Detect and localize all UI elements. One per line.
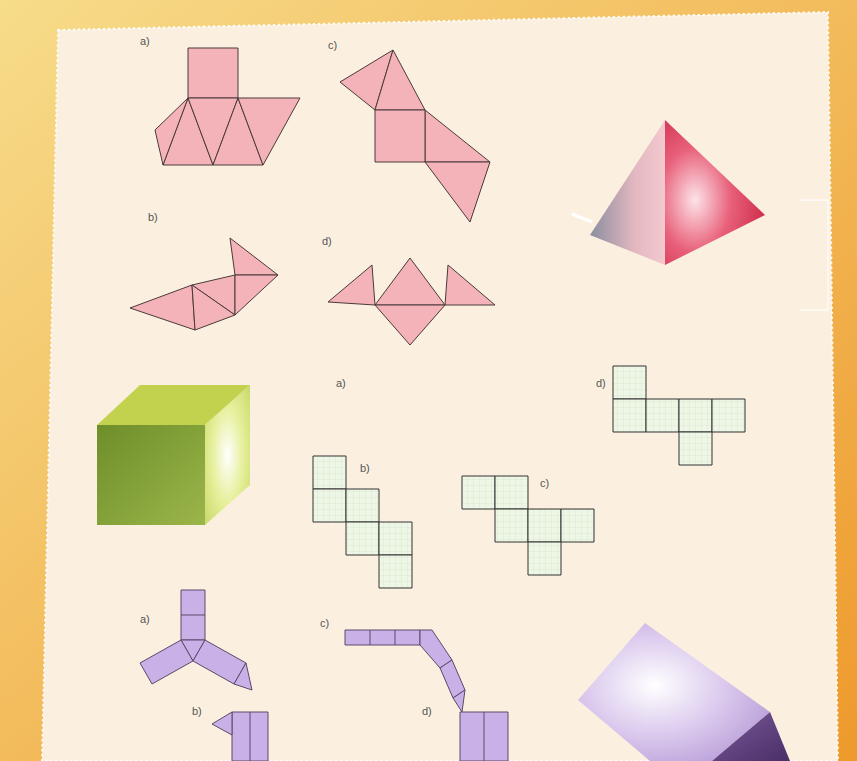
- fold-line: [181, 615, 205, 616]
- net-cell: [379, 522, 412, 555]
- net-cell: [679, 432, 712, 465]
- option-letter: b): [360, 463, 370, 474]
- net-triangle: [192, 285, 235, 330]
- net-rectangle: [181, 590, 205, 640]
- net-triangle: [155, 98, 188, 165]
- net-cell: [712, 399, 745, 432]
- net-cell: [528, 509, 561, 542]
- net-triangle: [230, 238, 278, 275]
- option-letter: b): [192, 706, 202, 717]
- net-cell: [379, 555, 412, 588]
- net-triangle: [328, 265, 375, 305]
- net-cell: [346, 489, 379, 522]
- net-triangle: [375, 305, 445, 345]
- net-triangle: [453, 690, 465, 712]
- pyramid-face: [665, 120, 765, 265]
- prism-face: [712, 712, 790, 761]
- pyramid-face: [590, 120, 665, 265]
- net-triangle: [425, 110, 490, 162]
- net-triangle: [212, 712, 232, 735]
- fold-line: [370, 630, 395, 645]
- option-letter: c): [328, 40, 337, 51]
- net-triangle: [234, 663, 252, 690]
- option-letter: d): [322, 236, 332, 247]
- net-rectangle: [232, 712, 268, 761]
- net-triangle: [375, 258, 445, 305]
- net-triangle: [238, 98, 300, 165]
- cube-face: [205, 385, 250, 525]
- option-letter: d): [422, 706, 432, 717]
- net-cell: [613, 366, 646, 399]
- fold-line: [484, 712, 485, 761]
- net-cell: [613, 399, 646, 432]
- option-letter: a): [140, 36, 150, 47]
- net-square: [188, 48, 238, 98]
- net-rectangle: [460, 712, 508, 761]
- net-triangle: [375, 50, 425, 110]
- net-triangle: [445, 265, 495, 305]
- net-cell: [313, 489, 346, 522]
- net-triangle: [425, 162, 490, 222]
- net-cell: [679, 399, 712, 432]
- option-letter: c): [320, 618, 329, 629]
- paper-panel: [42, 12, 838, 761]
- net-square: [375, 110, 425, 162]
- option-letter: d): [596, 378, 606, 389]
- fold-line: [250, 712, 251, 761]
- net-cell: [646, 399, 679, 432]
- net-cell: [346, 522, 379, 555]
- net-cell: [495, 476, 528, 509]
- net-rectangle: [345, 630, 420, 645]
- option-letter: a): [336, 378, 346, 389]
- highlight-line: [572, 214, 592, 222]
- net-cell: [313, 456, 346, 489]
- net-triangle: [235, 275, 278, 315]
- option-letter: a): [140, 614, 150, 625]
- bracket: [800, 200, 828, 310]
- net-rectangle: [420, 630, 452, 668]
- net-cell: [528, 542, 561, 575]
- net-cell: [561, 509, 594, 542]
- cube-face: [97, 425, 205, 525]
- net-triangle: [130, 285, 195, 330]
- net-rectangle: [140, 640, 193, 684]
- option-letter: b): [148, 212, 158, 223]
- option-letter: c): [540, 478, 549, 489]
- net-cell: [462, 476, 495, 509]
- net-cell: [495, 509, 528, 542]
